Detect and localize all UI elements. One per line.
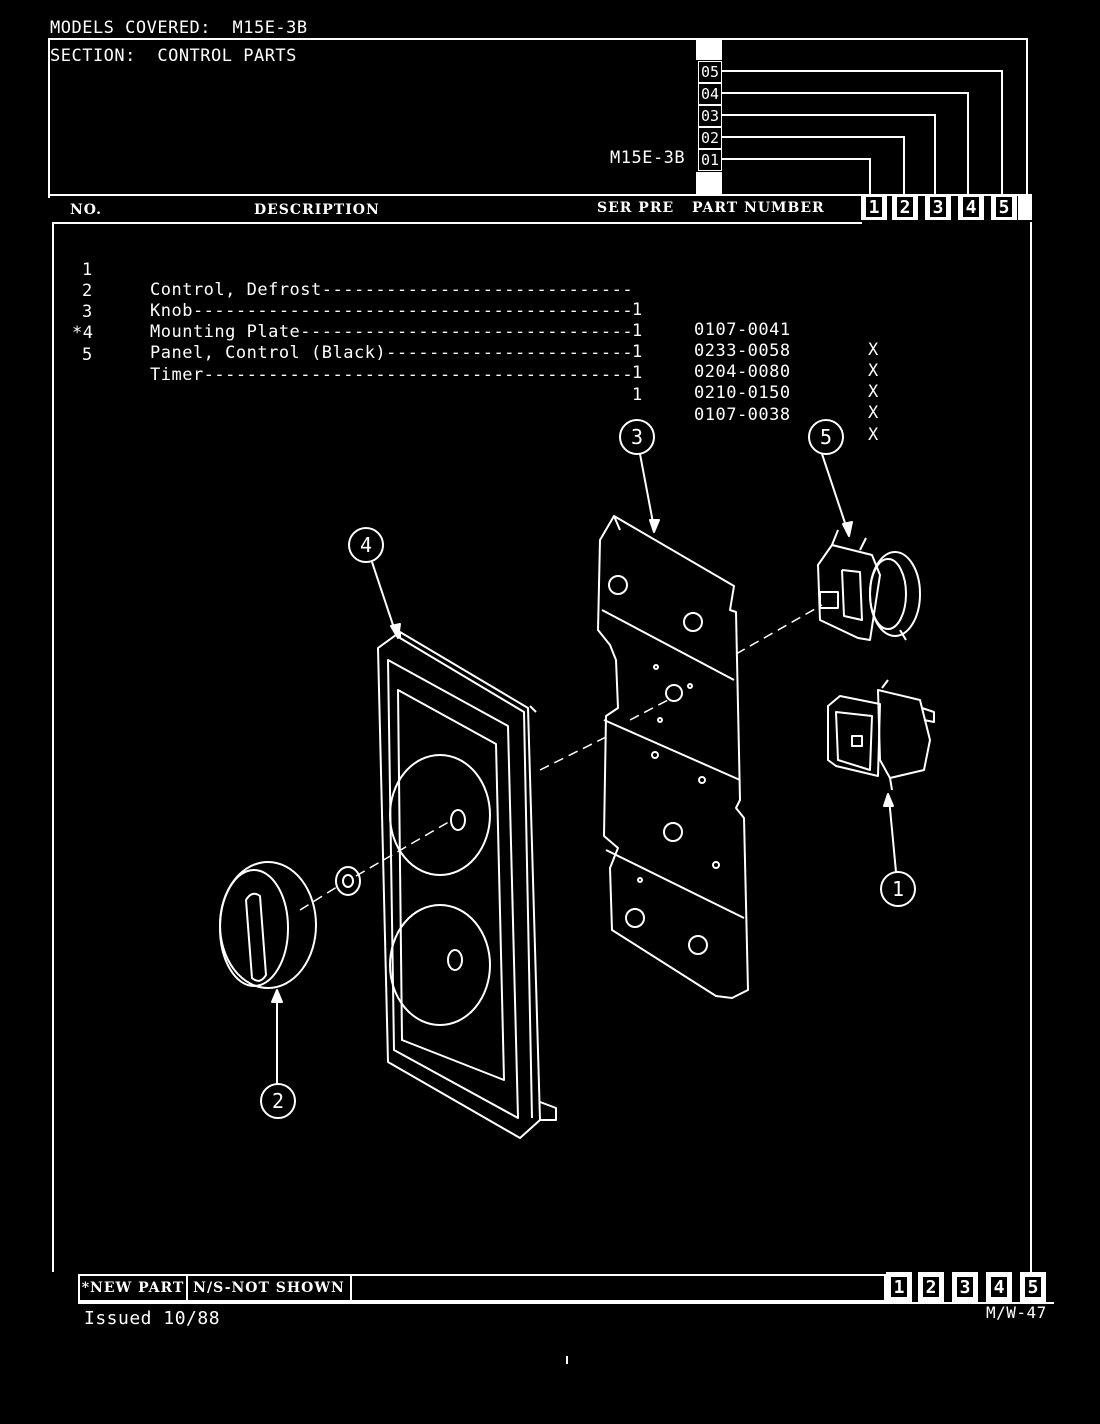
footer-column-box-4: 4 [986,1272,1012,1302]
model-col-01: 01 [698,149,722,171]
table-row: *4 Panel, Control (Black)---------------… [0,303,1100,423]
model-label: M15E-3B [610,148,686,168]
col-header-no: NO. [70,202,103,218]
footer-rule [78,1302,1054,1304]
page-code: M/W-47 [986,1303,1047,1322]
model-col-02: 02 [698,127,722,149]
washer-part [335,866,361,896]
row-description: Panel, Control (Black)------------------… [150,343,634,363]
row-description: Mounting Plate--------------------------… [150,322,634,342]
column-box-4: 4 [958,194,984,220]
header-top-rule [48,38,1028,40]
row-no: 3 [82,302,93,322]
model-col-05: 05 [698,61,722,83]
callout-label-1: 1 [892,877,904,901]
row-part-number: 0233-0058 [694,341,791,361]
row-qty: 1 [632,300,643,320]
row-qty: 1 [632,363,643,383]
row-part-number: 0107-0038 [694,405,791,425]
issued-date: Issued 10/88 [84,1308,221,1329]
model-ladder-connectors [722,70,1003,194]
column-box-tail [1018,194,1032,220]
column-box-5: 5 [991,194,1017,220]
frame-left-top [48,38,50,198]
footer-blank-cell [350,1274,886,1302]
model-col-04: 04 [698,83,722,105]
assembly-axis-lines [299,604,823,911]
knob-part [219,861,317,989]
row-part-number: 0107-0041 [694,320,791,340]
callout-label-4: 4 [360,533,372,557]
callout-circle-3 [619,419,655,455]
row-description: Timer-----------------------------------… [150,365,634,385]
table-row: 5 Timer---------------------------------… [0,325,1100,445]
table-row: 3 Mounting Plate------------------------… [0,282,1100,402]
column-box-2: 2 [892,194,918,220]
callout-circle-2 [260,1083,296,1119]
section-title: SECTION: CONTROL PARTS [50,46,297,66]
header-bottom-rule [48,194,1028,196]
model-col-03: 03 [698,105,722,127]
row-qty: 1 [632,321,643,341]
row-mark: X [868,425,879,445]
frame-left-body [52,222,54,1272]
col-header-part-number: PART NUMBER [692,200,825,216]
column-box-3: 3 [925,194,951,220]
row-part-number: 0204-0080 [694,362,791,382]
model-ladder-cap [696,38,722,60]
control-panel-part [377,631,557,1139]
footer-column-box-2: 2 [918,1272,944,1302]
row-part-number: 0210-0150 [694,383,791,403]
row-description: Control, Defrost------------------------… [150,280,634,300]
row-mark: X [868,361,879,381]
row-no: 1 [82,260,93,280]
table-row: 1 Control, Defrost----------------------… [0,240,1100,360]
footer-column-box-3: 3 [952,1272,978,1302]
scan-speck [566,1356,568,1364]
callout-label-5: 5 [820,425,832,449]
callout-label-2: 2 [272,1089,284,1113]
row-qty: 1 [632,385,643,405]
footer-column-box-1: 1 [886,1272,912,1302]
mounting-plate-part [597,515,749,999]
callout-circle-5 [808,419,844,455]
col-header-rule [52,222,862,224]
column-box-1: 1 [861,194,887,220]
row-mark: X [868,403,879,423]
row-no: *4 [72,323,94,343]
row-no: 5 [82,345,93,365]
callout-circle-1 [880,871,916,907]
table-row: 2 Knob----------------------------------… [0,261,1100,381]
callout-circle-4 [348,527,384,563]
frame-right-top [1026,38,1028,198]
row-description: Knob------------------------------------… [150,301,634,321]
footer-column-box-5: 5 [1020,1272,1046,1302]
new-part-legend: *NEW PART [78,1274,188,1302]
models-covered: MODELS COVERED: M15E-3B [50,18,308,38]
row-mark: X [868,382,879,402]
col-header-ser-pre: SER PRE [597,200,675,216]
callout-leaders [271,453,897,1084]
col-header-description: DESCRIPTION [254,202,380,218]
timer-part [817,529,921,641]
model-ladder-base [696,172,722,194]
row-qty: 1 [632,342,643,362]
row-no: 2 [82,281,93,301]
not-shown-legend: N/S-NOT SHOWN [186,1274,352,1302]
frame-right-body [1030,222,1032,1272]
callout-label-3: 3 [631,425,643,449]
washer-hole [342,874,354,888]
row-mark: X [868,340,879,360]
defrost-control-part [827,679,935,791]
